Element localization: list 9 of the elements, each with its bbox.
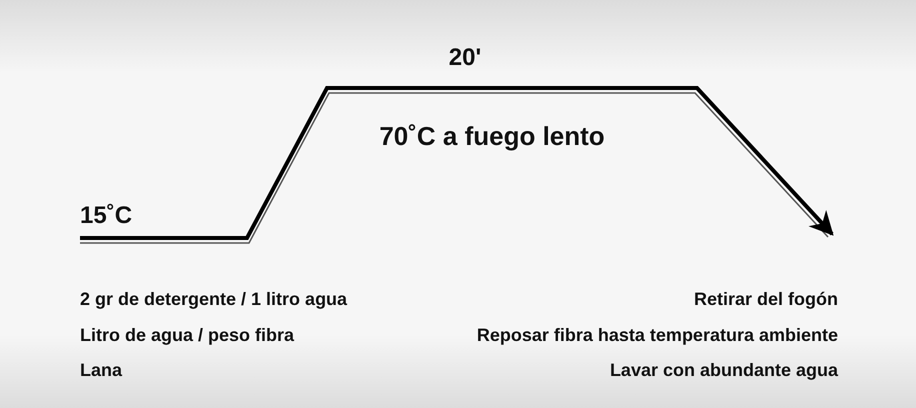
note: 2 gr de detergente / 1 litro agua [80,290,348,310]
temperature-label: 15˚C [80,203,132,230]
temperature-label: 70˚C a fuego lento [379,122,605,151]
note: Lavar con abundante agua [610,361,838,381]
note: Reposar fibra hasta temperatura ambiente [476,326,838,346]
time-label: 20' [448,45,482,72]
note: Lana [80,361,122,381]
note: Litro de agua / peso fibra [80,326,294,346]
note: Retirar del fogón [694,290,838,310]
